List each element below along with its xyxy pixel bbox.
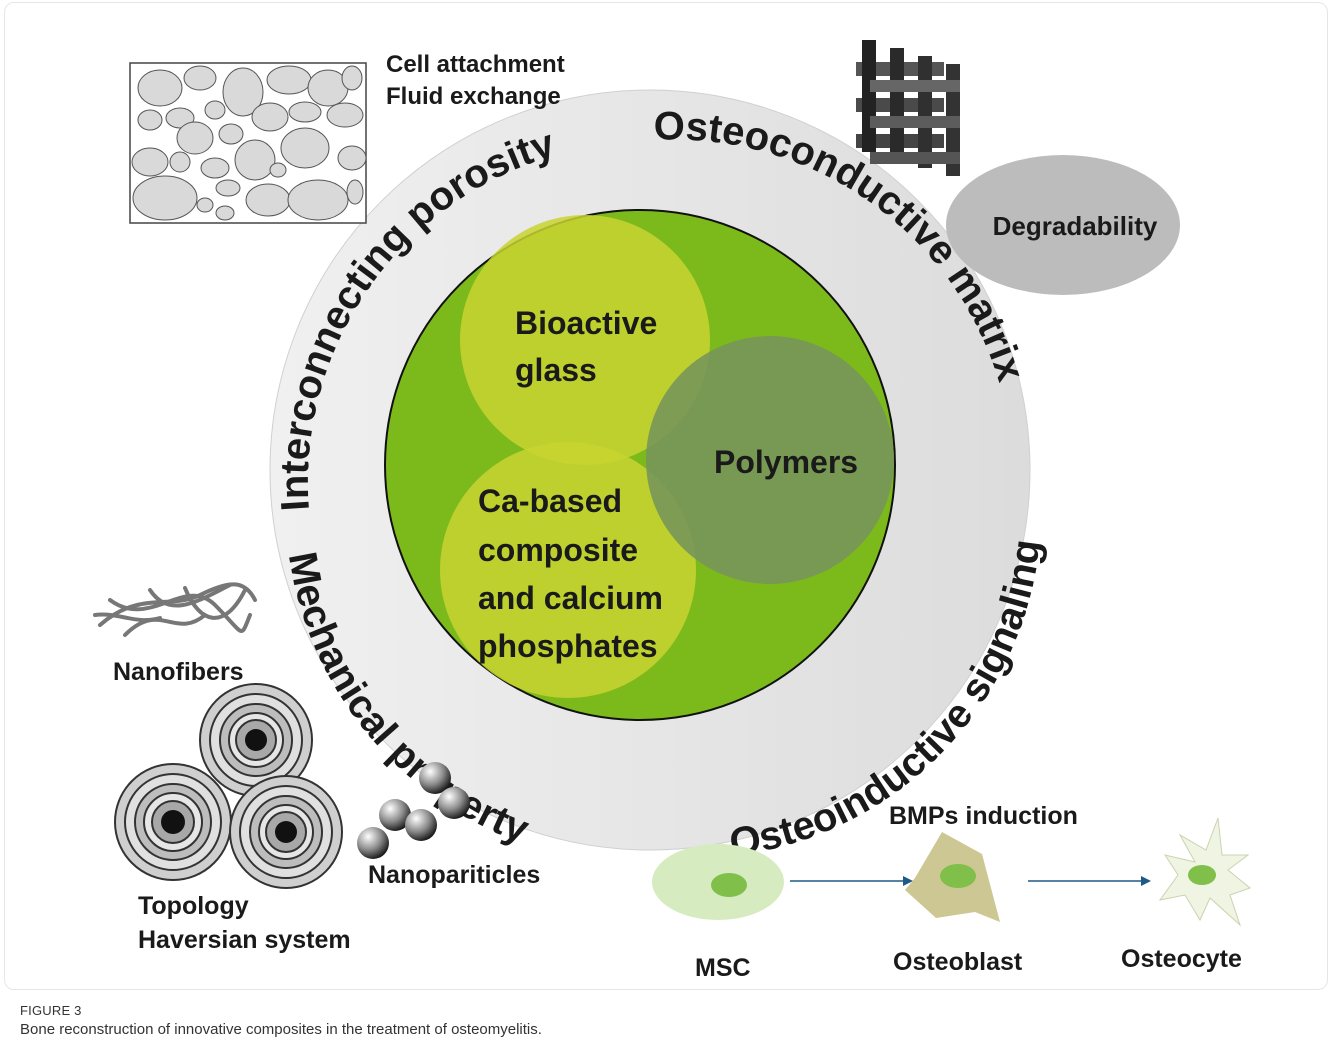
bioactive-label-1: Bioactive [515, 305, 657, 341]
lattice-scaffold-icon [856, 40, 960, 176]
diagram: Bioactive glass Polymers Ca-based compos… [93, 40, 1252, 982]
arrow-icon-2 [1028, 876, 1151, 886]
nanofibers-label: Nanofibers [113, 658, 244, 686]
figure-caption-label: FIGURE 3 [20, 1003, 82, 1018]
msc-label: MSC [695, 954, 751, 982]
ca-based-label-1: Ca-based [478, 483, 622, 519]
haversian-label: Haversian system [138, 926, 351, 954]
osteoblast-label: Osteoblast [893, 948, 1023, 976]
cell-attachment-label: Cell attachment [386, 51, 565, 78]
ca-based-label-3: and calcium [478, 580, 663, 616]
ca-based-circle [440, 442, 696, 698]
topology-label: Topology [138, 892, 249, 920]
degradability-label: Degradability [993, 211, 1158, 241]
nanoparticles-label: Nanopariticles [368, 861, 540, 889]
nanoparticles-icon [357, 762, 470, 859]
osteoblast-cell-icon [905, 832, 1000, 922]
degradability-ellipse [946, 155, 1180, 295]
ca-based-label-4: phosphates [478, 628, 658, 664]
polymers-circle [646, 336, 894, 584]
figure-caption-text: Bone reconstruction of innovative compos… [20, 1021, 542, 1038]
msc-cell-icon [652, 844, 784, 920]
fluid-exchange-label: Fluid exchange [386, 83, 561, 110]
osteocyte-cell-icon [1158, 817, 1252, 927]
bioactive-label-2: glass [515, 352, 597, 388]
arrow-icon [790, 876, 913, 886]
osteocyte-label: Osteocyte [1121, 945, 1242, 973]
porous-scaffold-icon [129, 62, 367, 224]
bmps-induction-label: BMPs induction [889, 802, 1078, 830]
nanofibers-icon [93, 582, 257, 637]
polymers-label: Polymers [714, 444, 858, 480]
haversian-osteon-icon [114, 683, 343, 889]
ca-based-label-2: composite [478, 532, 638, 568]
bioactive-glass-circle [460, 215, 710, 465]
